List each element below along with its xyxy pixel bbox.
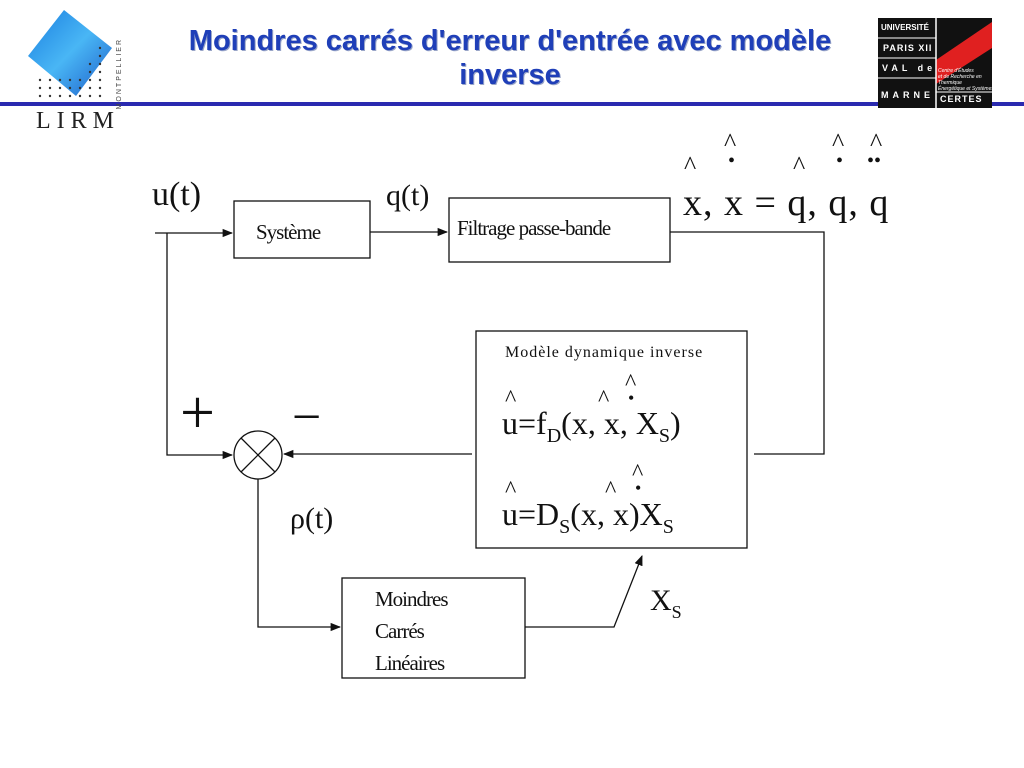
moindres-block bbox=[341, 577, 526, 679]
certes-label: CERTES bbox=[940, 94, 983, 104]
modele-title: Modèle dynamique inverse bbox=[505, 344, 704, 361]
estimate-hat-icon: ^ bbox=[684, 151, 697, 180]
title-rule bbox=[0, 102, 1024, 106]
filtrage-block bbox=[448, 197, 671, 263]
estimate-hat-icon: ^ bbox=[724, 128, 737, 157]
university-center-line-2: et de Recherche en Thermique bbox=[938, 74, 982, 86]
systeme-label: Système bbox=[256, 220, 321, 244]
filtrage-label: Filtrage passe-bande bbox=[457, 216, 611, 240]
input-signal-label: u(t) bbox=[152, 176, 202, 213]
estimate-label: x, x = q, q, q bbox=[683, 181, 889, 225]
equation-1: u=fD(x, x, XS) bbox=[502, 405, 681, 447]
university-center-line-3: Énergétique et Systèmes bbox=[938, 86, 994, 92]
modele-block bbox=[475, 330, 748, 549]
estimate-hat-icon: ^ bbox=[793, 151, 806, 180]
equation-hat-icon: ^ bbox=[632, 460, 644, 486]
plus-sign: + bbox=[180, 379, 215, 447]
estimate-text: x, x = q, q, q bbox=[683, 182, 890, 224]
equation-hat-icon: ^ bbox=[505, 386, 517, 412]
equation-dot-icon: • bbox=[635, 478, 642, 498]
parameter-line bbox=[525, 555, 643, 628]
equation-2: u=DS(x, x)XS bbox=[502, 496, 674, 538]
equation-dot-icon: • bbox=[628, 388, 635, 408]
minus-sign: − bbox=[292, 389, 322, 446]
parameter-label: XS bbox=[650, 584, 682, 622]
estimate-dot-icon: • bbox=[836, 150, 844, 172]
system-output-label: q(t) bbox=[386, 179, 430, 212]
input-feed-line bbox=[166, 233, 234, 460]
systeme-block bbox=[233, 200, 371, 259]
university-center-text: Centre d'Études et de Recherche en Therm… bbox=[938, 68, 994, 92]
university-line-1: UNIVERSITÉ bbox=[881, 23, 930, 32]
equation-hat-icon: ^ bbox=[505, 477, 517, 503]
estimate-hat-icon: ^ bbox=[870, 128, 883, 157]
university-center-line-1: Centre d'Études bbox=[938, 68, 974, 74]
equation-hat-icon: ^ bbox=[625, 370, 637, 396]
lirm-logo bbox=[28, 10, 112, 98]
lirm-name: LIRM bbox=[36, 108, 120, 134]
moindres-line-1: Moindres bbox=[375, 587, 448, 611]
error-line bbox=[257, 479, 342, 632]
university-line-2: PARIS XII bbox=[883, 43, 933, 53]
estimate-dot-icon: • bbox=[728, 150, 736, 172]
university-line-3: VAL de bbox=[882, 63, 937, 73]
estimate-hat-icon: ^ bbox=[832, 128, 845, 157]
equation-hat-icon: ^ bbox=[605, 477, 617, 503]
moindres-line-2: Carrés bbox=[375, 619, 425, 643]
moindres-label: Moindres Carrés Linéaires bbox=[375, 583, 448, 679]
slide-title: Moindres carrés d'erreur d'entrée avec m… bbox=[188, 25, 832, 91]
moindres-line-3: Linéaires bbox=[375, 651, 445, 675]
filter-output-line bbox=[670, 231, 825, 455]
estimate-double-dot-icon: •• bbox=[867, 150, 882, 172]
university-logo: UNIVERSITÉ PARIS XII VAL de MARNE Centre… bbox=[878, 18, 994, 108]
equation-hat-icon: ^ bbox=[598, 386, 610, 412]
error-signal-label: ρ(t) bbox=[290, 502, 334, 535]
university-line-4: MARNE bbox=[881, 90, 934, 100]
